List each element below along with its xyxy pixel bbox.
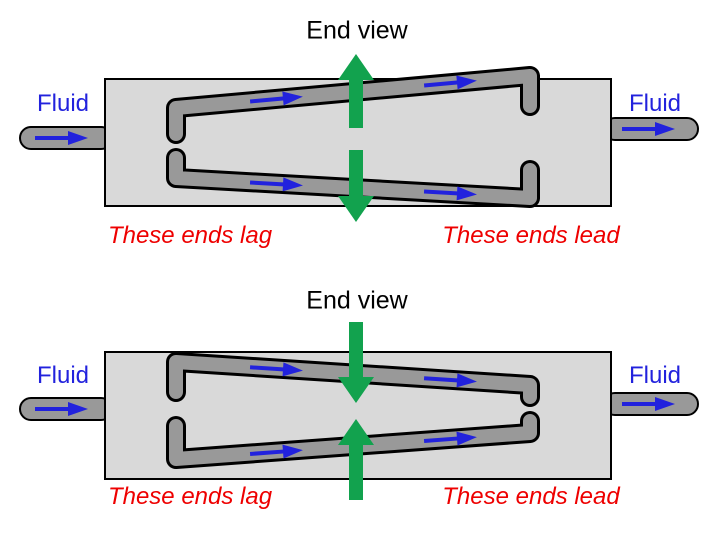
- end-view-label: End view: [306, 16, 408, 45]
- fluid-label-right: Fluid: [628, 90, 682, 117]
- force-arrow-up-icon: [338, 54, 374, 128]
- ends-lag-label: These ends lag: [107, 222, 273, 249]
- fluid-label-left: Fluid: [36, 90, 90, 117]
- ends-lead-label: These ends lead: [442, 483, 620, 510]
- ends-lead-label: These ends lead: [442, 222, 620, 249]
- top-diagram: [19, 54, 699, 222]
- fluid-label-left: Fluid: [36, 362, 90, 389]
- fluid-label-right: Fluid: [628, 362, 682, 389]
- force-arrow-down-icon: [338, 322, 374, 403]
- force-arrow-down-icon: [338, 150, 374, 222]
- force-arrow-up-icon: [338, 419, 374, 500]
- bottom-diagram: [19, 322, 699, 500]
- end-view-label: End view: [306, 286, 408, 315]
- ends-lag-label: These ends lag: [107, 483, 273, 510]
